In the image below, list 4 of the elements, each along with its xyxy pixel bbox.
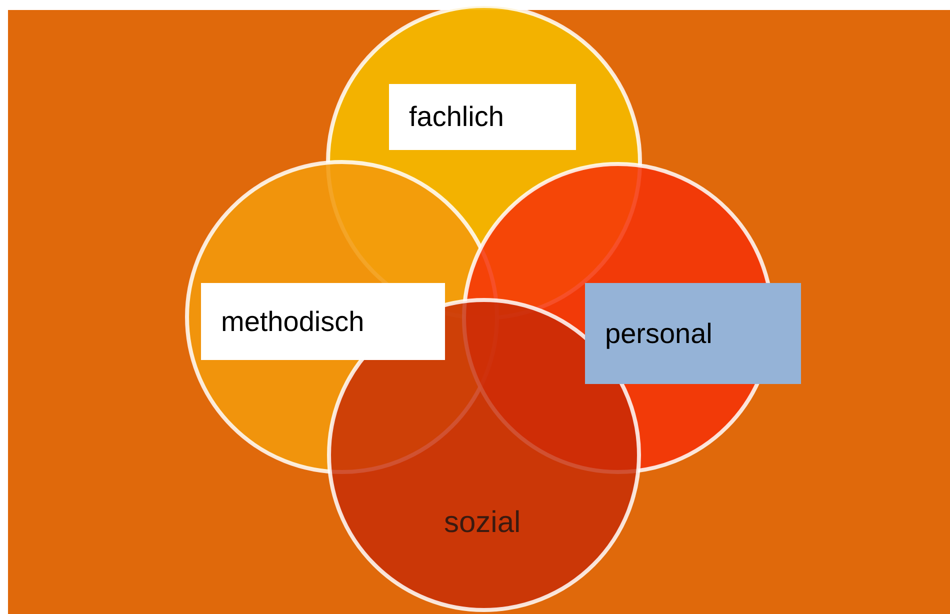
text-label-box: fachlich (389, 84, 576, 150)
text-label-box: methodisch (201, 283, 445, 360)
text-label-box: personal (585, 283, 801, 384)
circle-label: sozial (443, 505, 522, 541)
